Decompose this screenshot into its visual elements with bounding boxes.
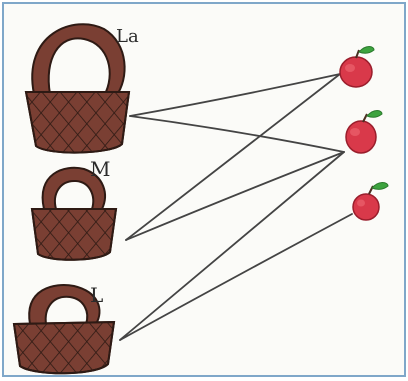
connection-lines <box>120 74 352 340</box>
connection-line <box>130 116 344 152</box>
hand-drawn-matching-sketch: La M L <box>4 4 406 377</box>
basket-label-m: M <box>90 157 110 181</box>
connection-line <box>126 74 340 240</box>
basket-medium: M <box>32 157 116 260</box>
drawing-frame: La M L <box>2 2 406 377</box>
connection-line <box>130 74 340 116</box>
connection-line <box>126 152 344 240</box>
leaf-icon <box>359 47 374 54</box>
basket-label-l: L <box>90 283 103 307</box>
basket-label-la: La <box>116 26 139 47</box>
apple-1 <box>340 47 374 88</box>
connection-line <box>120 152 344 340</box>
basket-large: La <box>26 24 139 152</box>
connection-line <box>120 214 352 340</box>
apple-3 <box>353 183 388 221</box>
leaf-icon <box>367 111 382 118</box>
leaf-icon <box>372 183 388 190</box>
basket-small: L <box>14 283 114 373</box>
apple-2 <box>346 111 382 154</box>
